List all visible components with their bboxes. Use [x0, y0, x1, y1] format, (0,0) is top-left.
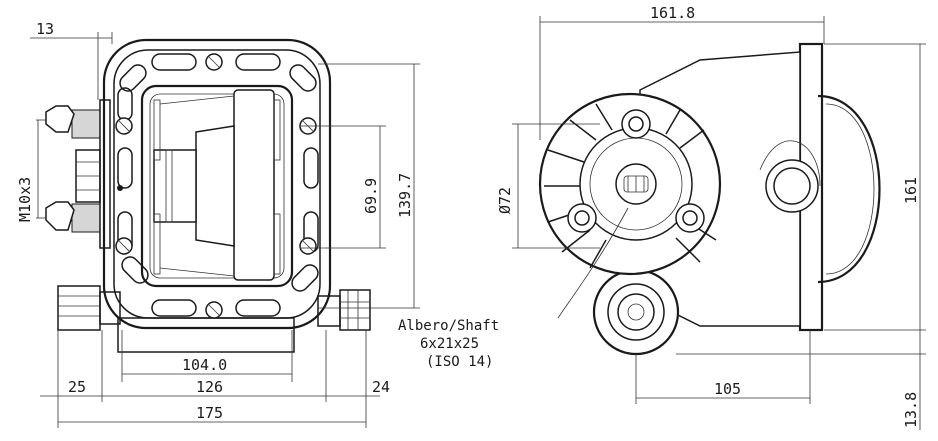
front-dimension-lines — [30, 32, 420, 428]
flange-slots — [117, 53, 319, 317]
front-flange — [102, 38, 332, 330]
dim-13: 13 — [36, 20, 54, 38]
front-view — [45, 38, 371, 353]
inner-opening — [140, 84, 294, 288]
left-fitting — [57, 285, 121, 331]
dim-161-8: 161.8 — [650, 4, 695, 22]
dim-13-8: 13.8 — [902, 392, 920, 428]
dim-104: 104.0 — [182, 356, 227, 374]
mounting-studs — [45, 99, 111, 249]
shaft-note-line2: 6x21x25 — [420, 336, 479, 352]
dim-thread: M10x3 — [16, 177, 34, 222]
flange-screws — [115, 53, 317, 319]
dimension-labels: 13 M10x3 69.9 139.7 104.0 25 126 24 175 … — [16, 4, 920, 428]
dim-105: 105 — [714, 380, 741, 398]
shaft-note-line1: Albero/Shaft — [398, 318, 499, 334]
side-dimension-lines — [512, 16, 926, 430]
dim-161: 161 — [902, 177, 920, 204]
shaft-note-line3: (ISO 14) — [426, 354, 493, 370]
outlet-port — [592, 268, 680, 356]
rotor-assembly — [117, 89, 281, 281]
dim-139-7: 139.7 — [396, 173, 414, 218]
pulley-disk — [817, 94, 881, 284]
dim-69-9: 69.9 — [362, 178, 380, 214]
shaft-note: Albero/Shaft 6x21x25 (ISO 14) — [398, 318, 499, 370]
dim-126: 126 — [196, 378, 223, 396]
dim-diameter-72: Ø72 — [496, 187, 514, 214]
bottom-housing — [117, 317, 295, 353]
dim-24: 24 — [372, 378, 390, 396]
dim-175: 175 — [196, 404, 223, 422]
side-view — [538, 42, 881, 356]
shaft-splines — [623, 175, 649, 193]
right-fitting — [317, 289, 371, 331]
dim-25: 25 — [68, 378, 86, 396]
cover-bolts — [567, 109, 705, 233]
